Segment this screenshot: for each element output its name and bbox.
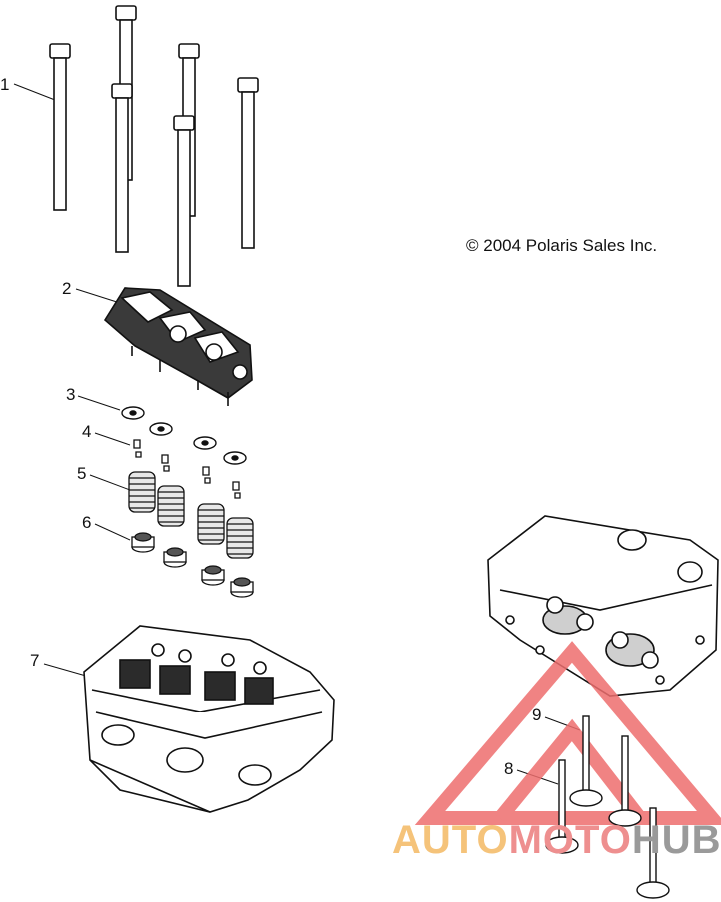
valve-spring	[128, 471, 156, 513]
intake-valve	[636, 807, 670, 899]
callout-8: 8	[504, 759, 514, 778]
callout-7: 7	[30, 651, 40, 670]
callout-4: 4	[82, 422, 92, 441]
head-bolts	[49, 5, 259, 287]
valve-springs	[128, 471, 254, 559]
valves	[545, 715, 670, 899]
callout-2: 2	[62, 279, 72, 298]
cylinder-head-underside	[487, 515, 719, 697]
intake-valve	[569, 715, 603, 807]
callout-5: 5	[77, 464, 87, 483]
callout-6: 6	[82, 513, 92, 532]
leader-lines	[13, 83, 581, 785]
exhaust-valve	[545, 759, 579, 854]
head-bolt	[237, 77, 259, 249]
copyright-notice: © 2004 Polaris Sales Inc.	[466, 236, 658, 255]
valve-spring	[226, 517, 254, 559]
head-bolt	[111, 83, 133, 253]
valve-spring	[197, 503, 225, 545]
callout-1: 1	[0, 75, 10, 94]
valve-keepers	[133, 439, 241, 499]
watermark-part-auto: AUTO	[392, 818, 509, 862]
washers	[121, 406, 247, 465]
head-bolt	[173, 115, 195, 287]
rocker-arm-assembly	[103, 287, 253, 406]
exhaust-valve	[608, 735, 642, 827]
valve-stem-seals	[131, 532, 254, 598]
cylinder-head	[83, 625, 335, 813]
valve-spring	[157, 485, 185, 527]
head-bolt	[49, 43, 71, 211]
watermark-text: AUTOMOTOHUB	[392, 818, 721, 863]
callout-9: 9	[532, 705, 542, 724]
watermark-part-moto: MOTO	[508, 818, 632, 862]
watermark-part-hub: HUB	[631, 818, 721, 862]
callout-3: 3	[66, 385, 76, 404]
watermark-logo	[414, 641, 721, 825]
